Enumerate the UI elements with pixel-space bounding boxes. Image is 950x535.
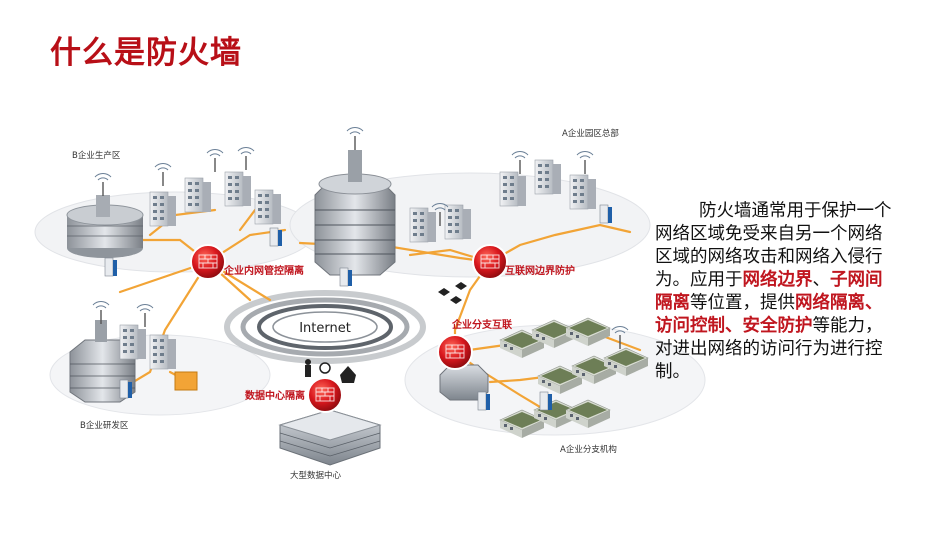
datacenter-label: 大型数据中心 [290, 470, 342, 481]
attacker-icons [305, 282, 467, 383]
desc-part-2: 等位置，提供 [690, 293, 795, 313]
firewall-intranet [190, 244, 226, 280]
internet-cloud [224, 290, 426, 364]
desc-part-3: 等能力，对进出网络的访问行为进行控制。 [655, 316, 883, 382]
fw-datacenter-label: 数据中心隔离 [245, 389, 305, 402]
zone-b-production-buildings [66, 146, 283, 277]
zone-a-hq-label: A企业园区总部 [562, 128, 619, 139]
firewall-border [472, 244, 508, 280]
desc-separator: 、 [812, 270, 831, 290]
zone-a-branch-label: A企业分支机构 [560, 444, 617, 455]
zone-a-hq-buildings [314, 126, 613, 287]
firewall-branch [437, 334, 473, 370]
fw-intranet-label: 企业内网管控隔离 [223, 264, 304, 277]
internet-label: Internet [299, 321, 351, 336]
desc-part-1: 防火墙通常用于保护一个网络区域免受来自另一个网络区域的网络攻击和网络入侵行为。应… [655, 201, 892, 290]
fw-branch-label: 企业分支互联 [451, 318, 512, 331]
desc-highlight-subnet-isolation: 子网间隔离 [655, 270, 883, 313]
fw-border-label: 互联网边界防护 [505, 264, 575, 277]
firewall-description: 防火墙通常用于保护一个网络区域免受来自另一个网络区域的网络攻击和网络入侵行为。应… [655, 200, 895, 384]
datacenter-building [278, 409, 382, 466]
zone-b-rnd-buildings [69, 300, 198, 403]
zone-b-production-label: B企业生产区 [72, 150, 121, 161]
zone-b-rnd-label: B企业研发区 [80, 420, 129, 431]
page-title: 什么是防火墙 [50, 35, 242, 71]
desc-highlight-network-border: 网络边界 [742, 270, 813, 290]
desc-highlight-capabilities: 网络隔离、访问控制、安全防护 [655, 293, 883, 336]
firewall-datacenter [307, 377, 343, 413]
